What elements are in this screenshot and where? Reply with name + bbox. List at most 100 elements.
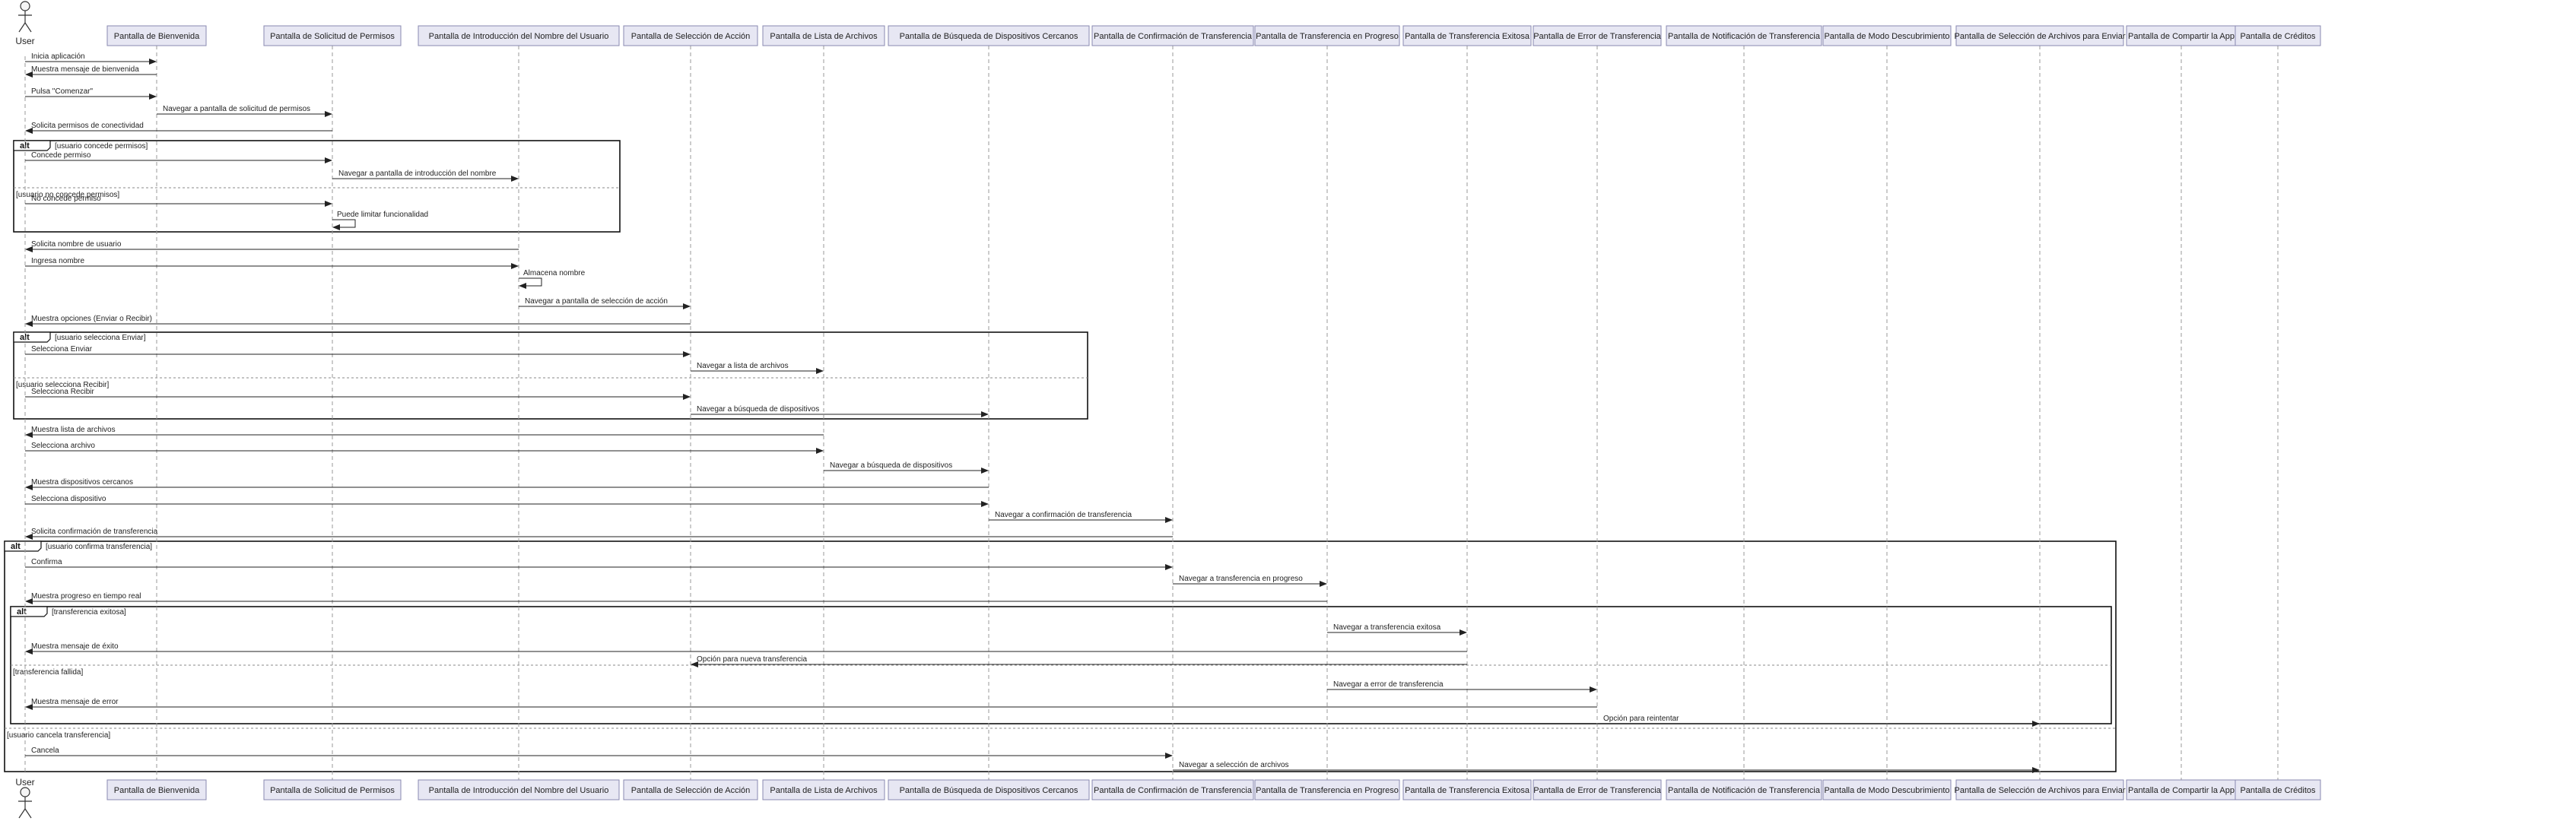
- message-arrow: Muestra mensaje de éxito: [25, 642, 1467, 655]
- participant-box-accion-bottom: Pantalla de Selección de Acción: [623, 779, 758, 800]
- participant-box-accion-top: Pantalla de Selección de Acción: [623, 25, 758, 46]
- participant-box-notificacion-top: Pantalla de Notificación de Transferenci…: [1666, 25, 1822, 46]
- message-label: Solicita nombre de usuario: [31, 240, 122, 249]
- participant-box-bienvenida-top: Pantalla de Bienvenida: [106, 25, 207, 46]
- fragment-guard: [usuario cancela transferencia]: [7, 731, 110, 740]
- message-arrow: Navegar a lista de archivos: [691, 362, 824, 374]
- message-label: Navegar a búsqueda de dispositivos: [697, 405, 819, 414]
- message-label: Navegar a pantalla de solicitud de permi…: [163, 105, 310, 113]
- alt-fragment: alt[usuario concede permisos][usuario no…: [13, 140, 621, 233]
- message-label: Navegar a lista de archivos: [697, 362, 789, 370]
- fragment-keyword: alt: [17, 607, 27, 617]
- message-arrow: Selecciona archivo: [25, 442, 824, 454]
- participant-label: Pantalla de Selección de Archivos para E…: [1954, 32, 2125, 41]
- message-arrow: Muestra progreso en tiempo real: [25, 592, 1327, 604]
- message-label: Solicita confirmación de transferencia: [31, 528, 158, 536]
- fragment-guard: [usuario confirma transferencia]: [46, 543, 152, 551]
- participant-box-archivos-bottom: Pantalla de Lista de Archivos: [762, 779, 885, 800]
- participant-box-permisos-top: Pantalla de Solicitud de Permisos: [263, 25, 402, 46]
- participant-label: Pantalla de Error de Transferencia: [1533, 32, 1661, 41]
- fragment-guard: [usuario no concede permisos]: [16, 191, 119, 199]
- participant-label: Pantalla de Compartir la App: [2128, 786, 2235, 795]
- message-label: Muestra lista de archivos: [31, 426, 116, 434]
- participant-box-bienvenida-bottom: Pantalla de Bienvenida: [106, 779, 207, 800]
- message-arrow: Selecciona dispositivo: [25, 495, 989, 507]
- participant-box-error-bottom: Pantalla de Error de Transferencia: [1533, 779, 1662, 800]
- message-label: Navegar a confirmación de transferencia: [995, 511, 1132, 519]
- message-label: Puede limitar funcionalidad: [337, 211, 428, 219]
- participant-box-descubrimiento-bottom: Pantalla de Modo Descubrimiento: [1822, 779, 1952, 800]
- participant-label: Pantalla de Selección de Acción: [631, 32, 751, 41]
- message-arrow: Navegar a selección de archivos: [1173, 761, 2040, 773]
- message-label: Navegar a transferencia en progreso: [1179, 575, 1303, 583]
- message-label: Muestra mensaje de éxito: [31, 642, 119, 651]
- message-arrow: Pulsa "Comenzar": [25, 87, 157, 100]
- message-label: Navegar a transferencia exitosa: [1333, 623, 1441, 632]
- participant-box-compartir-bottom: Pantalla de Compartir la App: [2126, 779, 2237, 800]
- alt-fragment: alt [usuario confirma transferencia] [usua…: [4, 540, 2117, 772]
- fragment-guard: [transferencia exitosa]: [52, 608, 126, 617]
- message-label: Muestra mensaje de error: [31, 698, 119, 706]
- message-arrow: Cancela: [25, 747, 1173, 759]
- message-label: Muestra mensaje de bienvenida: [31, 65, 139, 74]
- fragment-guard: [transferencia fallida]: [13, 668, 83, 677]
- message-label: Opción para nueva transferencia: [697, 655, 808, 664]
- message-arrow: Navegar a transferencia exitosa: [1327, 623, 1467, 636]
- participant-label: Pantalla de Compartir la App: [2128, 32, 2235, 41]
- message-label: Muestra dispositivos cercanos: [31, 478, 133, 487]
- message-arrow: Muestra lista de archivos: [25, 426, 824, 438]
- participant-box-permisos-bottom: Pantalla de Solicitud de Permisos: [263, 779, 402, 800]
- participant-box-progreso-top: Pantalla de Transferencia en Progreso: [1254, 25, 1400, 46]
- message-arrow: Almacena nombre: [519, 269, 586, 289]
- participant-box-archivos-top: Pantalla de Lista de Archivos: [762, 25, 885, 46]
- message-arrow: Solicita confirmación de transferencia: [25, 528, 1173, 540]
- participant-label: Pantalla de Lista de Archivos: [770, 786, 878, 795]
- message-label: Cancela: [31, 747, 59, 755]
- message-label: Navegar a error de transferencia: [1333, 680, 1444, 689]
- message-arrow: Navegar a transferencia en progreso: [1173, 575, 1327, 587]
- message-arrow: Confirma: [25, 558, 1173, 570]
- message-label: Selecciona Enviar: [31, 345, 93, 353]
- participant-label: Pantalla de Créditos: [2240, 786, 2316, 795]
- message-label: Opción para reintentar: [1603, 715, 1679, 723]
- fragment-keyword: alt: [11, 542, 21, 551]
- message-label: No concede permiso: [31, 195, 101, 203]
- participant-label: Pantalla de Introducción del Nombre del …: [429, 786, 609, 795]
- participant-box-seleccion_envio-top: Pantalla de Selección de Archivos para E…: [1954, 25, 2126, 46]
- participant-box-nombre-bottom: Pantalla de Introducción del Nombre del …: [418, 779, 620, 800]
- message-arrow: Navegar a búsqueda de dispositivos: [824, 461, 989, 474]
- message-label: Inicia aplicación: [31, 52, 85, 61]
- fragment-guard: [usuario selecciona Recibir]: [16, 381, 110, 389]
- message-label: Navegar a pantalla de selección de acció…: [525, 297, 668, 306]
- message-arrow: Muestra mensaje de bienvenida: [25, 65, 157, 78]
- message-label: Ingresa nombre: [31, 257, 84, 265]
- message-arrow: Selecciona Enviar: [25, 345, 691, 357]
- message-label: Navegar a búsqueda de dispositivos: [830, 461, 952, 470]
- participant-label: Pantalla de Confirmación de Transferenci…: [1094, 32, 1253, 41]
- message-label: Almacena nombre: [523, 269, 586, 277]
- message-label: Selecciona archivo: [31, 442, 95, 450]
- message-arrow: Navegar a pantalla de introducción del n…: [332, 170, 519, 182]
- participant-box-compartir-top: Pantalla de Compartir la App: [2126, 25, 2237, 46]
- message-arrow: Muestra mensaje de error: [25, 698, 1597, 710]
- participant-label: Pantalla de Confirmación de Transferenci…: [1094, 786, 1253, 795]
- message-arrow: Navegar a búsqueda de dispositivos: [691, 405, 989, 417]
- message-label: Muestra progreso en tiempo real: [31, 592, 141, 601]
- participant-label: Pantalla de Créditos: [2240, 32, 2316, 41]
- participant-box-nombre-top: Pantalla de Introducción del Nombre del …: [418, 25, 620, 46]
- participant-label: Pantalla de Introducción del Nombre del …: [429, 32, 609, 41]
- participant-box-confirmacion-bottom: Pantalla de Confirmación de Transferenci…: [1091, 779, 1254, 800]
- message-arrow: Opción para reintentar: [1597, 715, 2040, 727]
- message-arrow: Opción para nueva transferencia: [691, 655, 1467, 667]
- message-label: Muestra opciones (Enviar o Recibir): [31, 315, 152, 323]
- participant-label: Pantalla de Modo Descubrimiento: [1824, 32, 1949, 41]
- message-arrow: Concede permiso: [25, 151, 332, 163]
- message-arrow: Solicita permisos de conectividad: [25, 122, 332, 134]
- participant-label: Pantalla de Bienvenida: [114, 32, 200, 41]
- message-label: Selecciona Recibir: [31, 388, 94, 396]
- participant-box-progreso-bottom: Pantalla de Transferencia en Progreso: [1254, 779, 1400, 800]
- participant-label: Pantalla de Selección de Archivos para E…: [1954, 786, 2125, 795]
- message-arrow: Puede limitar funcionalidad: [332, 211, 428, 230]
- message-label: Concede permiso: [31, 151, 91, 160]
